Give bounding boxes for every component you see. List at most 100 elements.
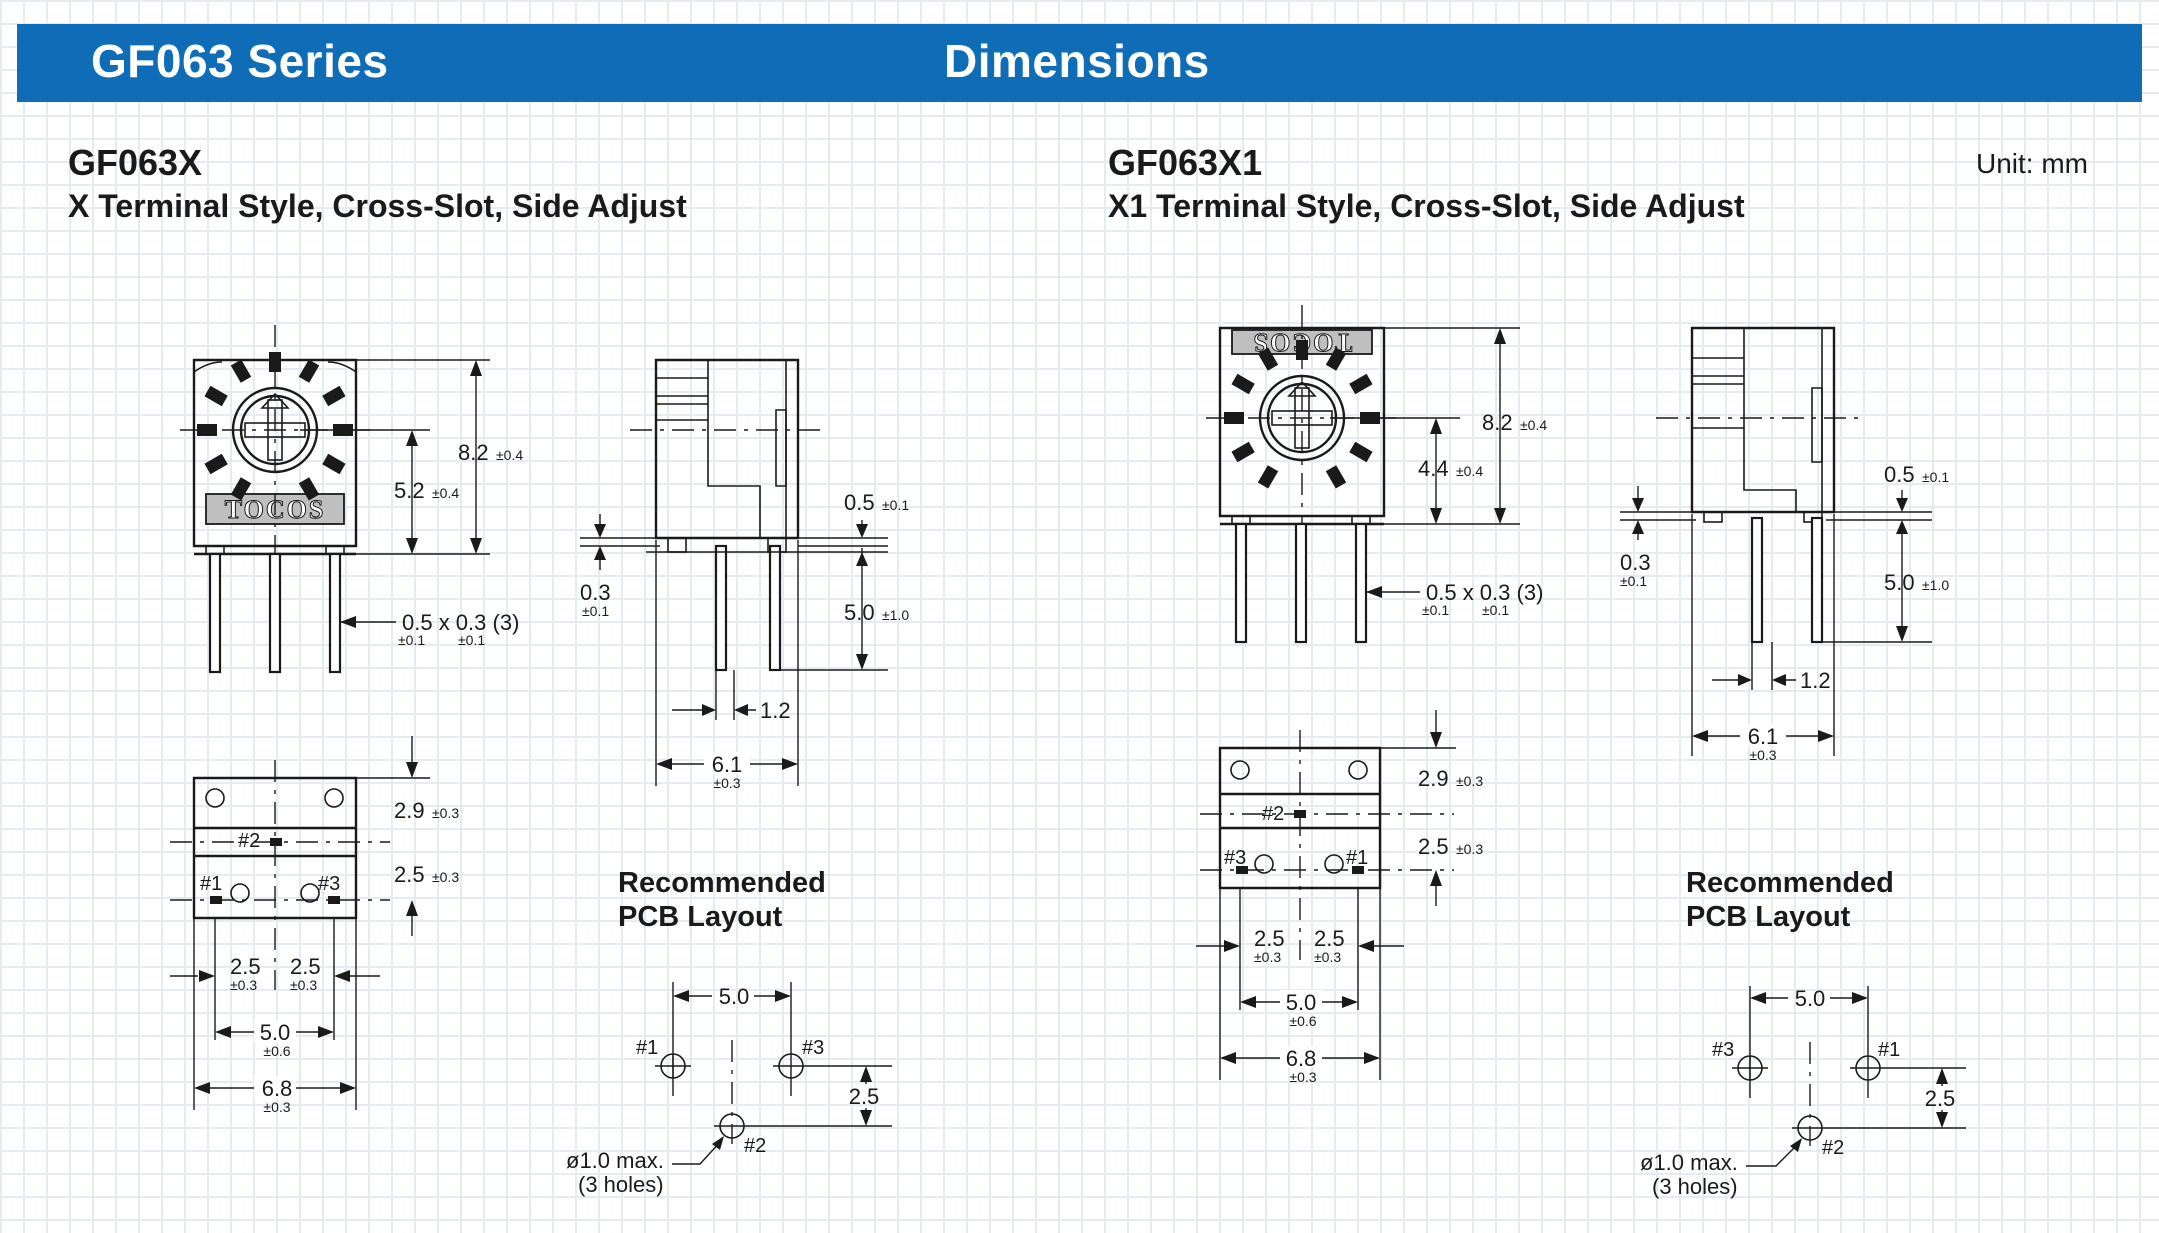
dim-terminal-left: 0.5 x 0.3 (3) [402, 610, 519, 635]
model-title-right: GF063X1 [1108, 142, 1263, 183]
dim-standoff-left: 0.5 [844, 490, 875, 515]
pcb-spacing-h-left: 5.0 [719, 984, 750, 1009]
dim-row-a-left: 2.9 [394, 798, 425, 823]
dim-pitch-l-right: 2.5 [1254, 926, 1285, 951]
dim-span-left: 5.0 [260, 1020, 291, 1045]
dim-gap-tol-right: ±0.1 [1620, 573, 1647, 589]
dim-row-a-tol-left: ±0.3 [432, 805, 459, 821]
dim-terminal-tol-b-right: ±0.1 [1482, 602, 1509, 618]
gf063x1-bottom-dimensions: 2.9 ±0.3 2.5 ±0.3 2.5 ±0.3 2.5 ±0.3 5.0 … [1196, 710, 1483, 1085]
dim-depth-left: 6.1 [712, 752, 743, 777]
model-subtitle-left: X Terminal Style, Cross-Slot, Side Adjus… [68, 188, 687, 224]
dim-row-b-left: 2.5 [394, 862, 425, 887]
gf063x1-side-dimensions: 0.5 ±0.1 5.0 ±1.0 0.3 ±0.1 1.2 6.1 ±0.3 [1620, 462, 1949, 763]
dim-row-a-tol-right: ±0.3 [1456, 773, 1483, 789]
dim-span-tol-left: ±0.6 [263, 1043, 290, 1059]
model-subtitle-right: X1 Terminal Style, Cross-Slot, Side Adju… [1108, 188, 1745, 224]
pin-label-1-right: #1 [1346, 847, 1368, 869]
dim-standoff-right: 0.5 [1884, 462, 1915, 487]
dim-adj-height-right: 4.4 [1418, 456, 1449, 481]
dim-gap-tol-left: ±0.1 [582, 603, 609, 619]
pcb-hole-count-left: (3 holes) [578, 1172, 664, 1197]
section-title: Dimensions [944, 35, 1210, 87]
pin-label-2-left: #2 [238, 830, 260, 852]
dim-terminal-tol-b-left: ±0.1 [458, 632, 485, 648]
gf063x-front-dimensions: 8.2 ±0.4 5.2 ±0.4 0.5 x 0.3 (3) ±0.1 ±0.… [300, 359, 523, 648]
dim-pitch-l-tol-right: ±0.3 [1254, 949, 1281, 965]
dim-adj-height-left: 5.2 [394, 478, 425, 503]
dim-gap-right: 0.3 [1620, 550, 1651, 575]
dim-pitch-r-right: 2.5 [1314, 926, 1345, 951]
dim-width-left: 6.8 [262, 1076, 293, 1101]
pcb-spacing-v-left: 2.5 [849, 1084, 880, 1109]
pcb-hole-note-right: ø1.0 max. [1640, 1150, 1738, 1175]
pcb-title-2-right: PCB Layout [1686, 901, 1851, 933]
gf063x-pcb-layout: Recommended PCB Layout 5.0 2.5 #1 #3 #2 … [566, 867, 892, 1197]
pin-label-3-right: #3 [1224, 847, 1246, 869]
header-bar: GF063 Series Dimensions [17, 24, 2142, 102]
gf063x-bottom-view: #2 #1 #3 [170, 760, 390, 990]
gf063x1-front-dimensions: 8.2 ±0.4 4.4 ±0.4 0.5 x 0.3 (3) ±0.1 ±0.… [1330, 327, 1547, 618]
dim-terminal-right: 0.5 x 0.3 (3) [1426, 580, 1543, 605]
pcb-pin-left-label-left: #1 [636, 1037, 658, 1059]
dim-lead-right: 5.0 [1884, 570, 1915, 595]
pcb-title-2-left: PCB Layout [618, 901, 783, 933]
dim-span-tol-right: ±0.6 [1289, 1013, 1316, 1029]
dim-height-tol-right: ±0.4 [1520, 417, 1547, 433]
dim-adj-height-tol-left: ±0.4 [432, 485, 459, 501]
gf063x-bottom-dimensions: 2.9 ±0.3 2.5 ±0.3 2.5 ±0.3 2.5 ±0.3 5.0 … [170, 736, 459, 1115]
gf063x-side-view [580, 358, 888, 672]
pcb-pin-right-label-left: #3 [802, 1037, 824, 1059]
dim-adj-height-tol-right: ±0.4 [1456, 463, 1483, 479]
dim-depth-tol-right: ±0.3 [1749, 747, 1776, 763]
dim-lead-left: 5.0 [844, 600, 875, 625]
dim-row-b-tol-left: ±0.3 [432, 869, 459, 885]
pcb-hole-count-right: (3 holes) [1652, 1174, 1738, 1199]
gf063x1-pcb-layout: Recommended PCB Layout 5.0 2.5 #3 #1 #2 … [1640, 867, 1966, 1199]
dim-depth-right: 6.1 [1748, 724, 1779, 749]
dim-pitch-side-left: 1.2 [760, 698, 791, 723]
dim-row-b-right: 2.5 [1418, 834, 1449, 859]
dim-width-tol-left: ±0.3 [263, 1099, 290, 1115]
pcb-pin-bottom-label-left: #2 [744, 1135, 766, 1157]
dim-width-tol-right: ±0.3 [1289, 1069, 1316, 1085]
gf063x-front-view: TOCOS [180, 325, 370, 674]
dim-pitch-l-tol-left: ±0.3 [230, 977, 257, 993]
dim-terminal-tol-a-right: ±0.1 [1422, 602, 1449, 618]
dim-pitch-side-right: 1.2 [1800, 668, 1831, 693]
pin-label-3-left: #3 [318, 873, 340, 895]
gf063x1-bottom-view: #2 #3 #1 [1200, 730, 1454, 960]
dim-width-right: 6.8 [1286, 1046, 1317, 1071]
pcb-pin-left-label-right: #3 [1712, 1039, 1734, 1061]
unit-label: Unit: mm [1976, 148, 2088, 179]
dim-lead-tol-left: ±1.0 [882, 607, 909, 623]
dim-height-tol-left: ±0.4 [496, 447, 523, 463]
pcb-hole-note-left: ø1.0 max. [566, 1148, 664, 1173]
pcb-pin-bottom-label-right: #2 [1822, 1137, 1844, 1159]
dim-depth-tol-left: ±0.3 [713, 775, 740, 791]
dim-pitch-r-tol-left: ±0.3 [290, 977, 317, 993]
gf063x-side-dimensions: 0.5 ±0.1 5.0 ±1.0 0.3 ±0.1 1.2 6.1 ±0.3 [580, 490, 909, 791]
dim-standoff-tol-right: ±0.1 [1922, 469, 1949, 485]
dim-gap-left: 0.3 [580, 580, 611, 605]
dim-terminal-tol-a-left: ±0.1 [398, 632, 425, 648]
pcb-spacing-v-right: 2.5 [1925, 1086, 1956, 1111]
dim-lead-tol-right: ±1.0 [1922, 577, 1949, 593]
dim-height-right: 8.2 [1482, 410, 1513, 435]
dim-pitch-r-left: 2.5 [290, 954, 321, 979]
pcb-spacing-h-right: 5.0 [1795, 986, 1826, 1011]
dim-standoff-tol-left: ±0.1 [882, 497, 909, 513]
dim-span-right: 5.0 [1286, 990, 1317, 1015]
pcb-title-1-left: Recommended [618, 867, 826, 899]
dim-row-b-tol-right: ±0.3 [1456, 841, 1483, 857]
gf063x1-front-view: TOCOS [1206, 305, 1400, 644]
dim-row-a-right: 2.9 [1418, 766, 1449, 791]
gf063x1-side-view [1620, 326, 1866, 644]
model-title-left: GF063X [68, 142, 203, 183]
pcb-pin-right-label-right: #1 [1878, 1039, 1900, 1061]
dim-pitch-r-tol-right: ±0.3 [1314, 949, 1341, 965]
pcb-title-1-right: Recommended [1686, 867, 1894, 899]
dim-pitch-l-left: 2.5 [230, 954, 261, 979]
dim-height-left: 8.2 [458, 440, 489, 465]
